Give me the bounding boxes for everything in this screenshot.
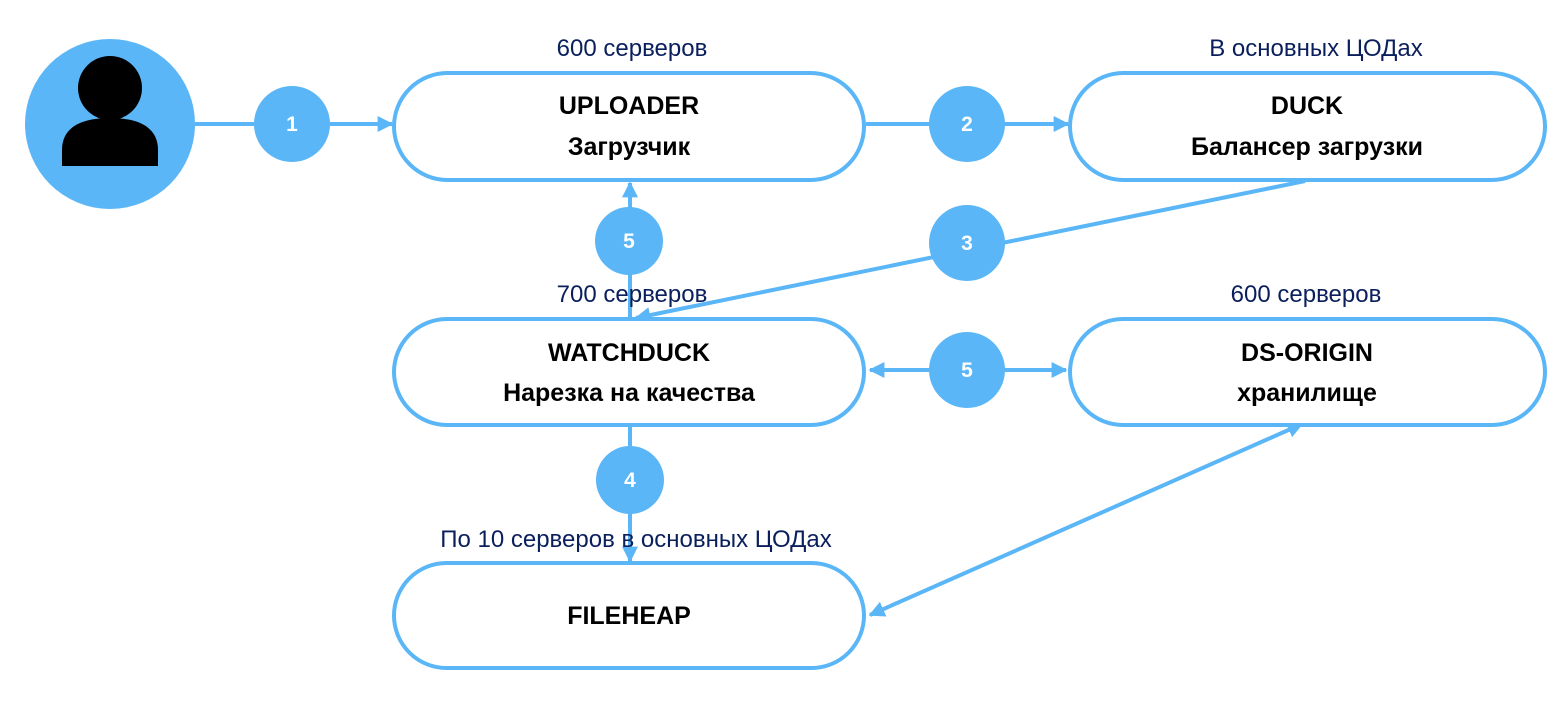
step-badge-3-label: 3 [961,232,973,255]
caption-watchduck: 700 серверов [557,281,708,308]
node-fileheap: FILEHEAP [392,561,866,670]
step-badge-1-label: 1 [286,113,298,136]
caption-uploader: 600 серверов [557,35,708,62]
step-badge-2-label: 2 [961,113,973,136]
node-watchduck-title: WATCHDUCK [548,339,710,367]
node-duck-title: DUCK [1271,92,1343,120]
node-duck-subtitle: Балансер загрузки [1191,133,1423,161]
node-duck: DUCK Балансер загрузки [1068,71,1547,182]
caption-duck: В основных ЦОДах [1209,35,1423,62]
node-watchduck-subtitle: Нарезка на качества [503,379,756,407]
node-ds-origin: DS-ORIGIN хранилище [1068,317,1547,427]
caption-fileheap: По 10 серверов в основных ЦОДах [440,526,832,553]
node-fileheap-title: FILEHEAP [567,602,691,630]
user-icon [25,39,195,209]
step-badge-5-ds-origin: 5 [929,332,1005,408]
node-ds-origin-title: DS-ORIGIN [1241,339,1373,367]
node-uploader-title: UPLOADER [559,92,699,120]
step-badge-5-uploader: 5 [595,207,663,275]
step-badge-4-label: 4 [624,469,636,492]
edge-ds-origin-fileheap [868,422,1304,617]
step-badge-1: 1 [254,86,330,162]
step-badge-5-uploader-label: 5 [623,230,635,253]
node-ds-origin-subtitle: хранилище [1237,379,1377,407]
step-badge-3: 3 [929,205,1005,281]
node-uploader-subtitle: Загрузчик [568,133,691,161]
node-watchduck: WATCHDUCK Нарезка на качества [392,317,866,427]
step-badge-5-ds-origin-label: 5 [961,359,973,382]
node-uploader: UPLOADER Загрузчик [392,71,866,182]
step-badge-2: 2 [929,86,1005,162]
caption-ds-origin: 600 серверов [1231,281,1382,308]
step-badge-4: 4 [596,446,664,514]
